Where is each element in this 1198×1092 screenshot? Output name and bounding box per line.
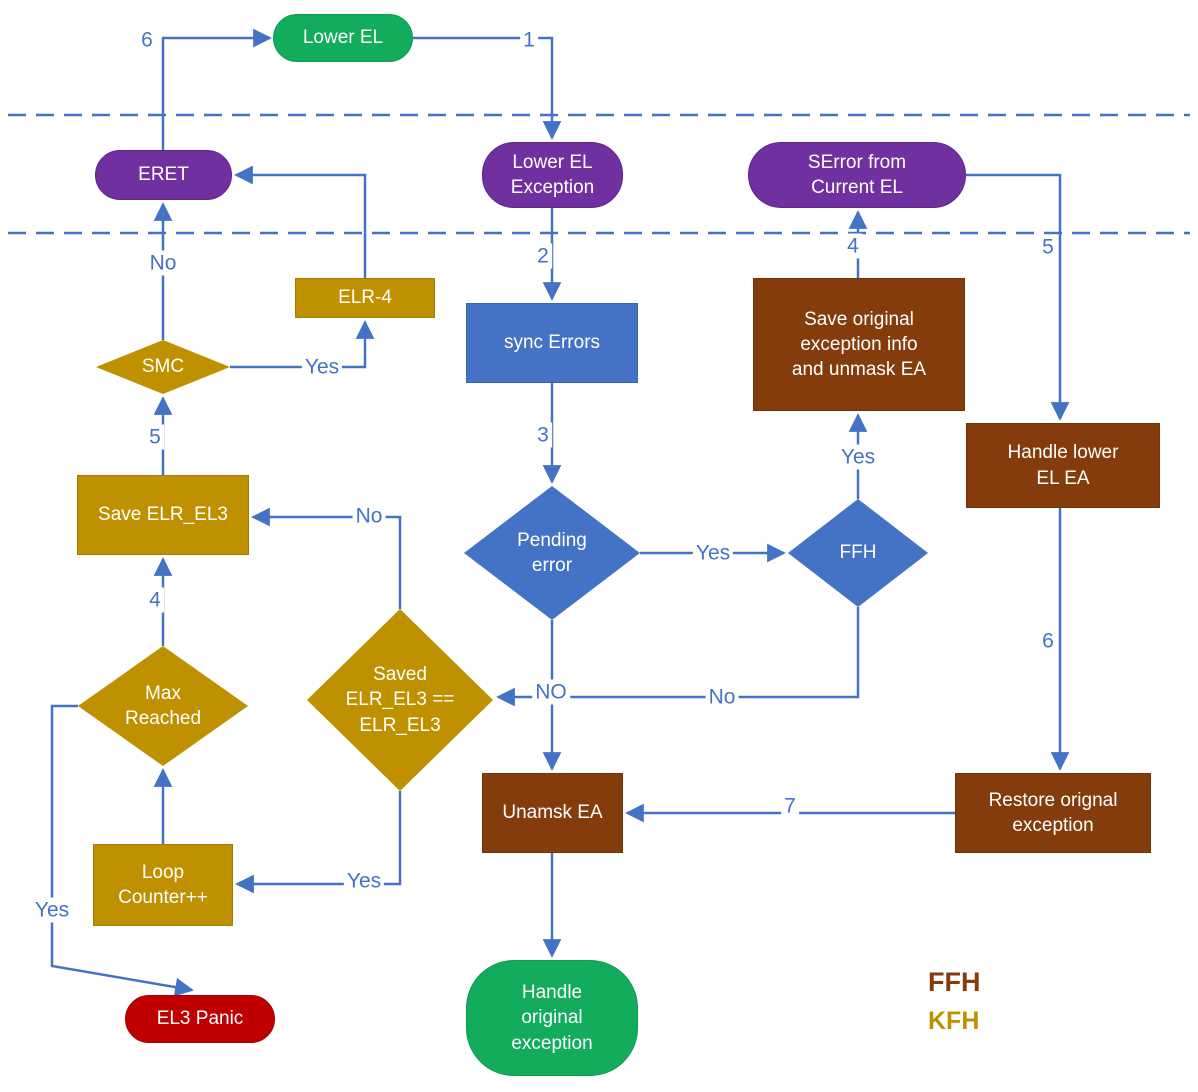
node-restore-orignal-exception-label: Restore orignal exception (988, 789, 1118, 836)
node-smc-decision: SMC (96, 340, 230, 394)
node-el3-panic: EL3 Panic (125, 995, 275, 1043)
edge-label-yes-ffh-to-save: Yes (837, 444, 879, 470)
node-save-elr-el3-label: Save ELR_EL3 (98, 504, 228, 526)
edge-label-yes-smc-to-elr4: Yes (301, 354, 343, 380)
node-lower-el: Lower EL (273, 14, 413, 62)
edge-label-step-1: 1 (520, 27, 538, 53)
node-lower-el-label: Lower EL (302, 27, 384, 49)
edge-label-yes-saved-to-loop: Yes (343, 868, 385, 894)
node-unamsk-ea: Unamsk EA (482, 773, 623, 853)
node-elr-minus-4: ELR-4 (295, 278, 435, 318)
node-ffh-decision: FFH (788, 499, 928, 607)
node-save-original-exception-info: Save original exception info and unmask … (753, 278, 965, 411)
edge-label-no-pending-to-unamsk: NO (532, 679, 570, 705)
node-el3-panic-label: EL3 Panic (156, 1008, 244, 1030)
node-loop-counter-label: Loop Counter++ (118, 861, 208, 908)
node-handle-lower-el-ea-label: Handle lower EL EA (1007, 442, 1119, 489)
edge-label-step-7: 7 (781, 793, 799, 819)
node-saved-elr-el3-compare-label: Saved ELR_EL3 == ELR_EL3 (345, 664, 455, 736)
node-lower-el-exception: Lower EL Exception (482, 142, 623, 208)
edge-label-step-6-eret: 6 (138, 27, 156, 53)
node-sync-errors: sync Errors (466, 303, 638, 383)
node-loop-counter: Loop Counter++ (93, 844, 233, 926)
node-serror-from-current-el-label: SError from Current EL (807, 151, 907, 198)
legend-kfh-label: KFH (928, 1007, 980, 1036)
edge-label-step-3: 3 (534, 422, 552, 448)
node-max-reached-decision: Max Reached (78, 646, 248, 766)
edge-smc-to-elr4 (230, 320, 375, 369)
node-pending-error-label: Pending error (517, 529, 587, 576)
edge-label-step-4-serror: 4 (844, 233, 862, 259)
node-save-elr-el3: Save ELR_EL3 (77, 475, 249, 555)
edge-saved-compare-to-save-elr (251, 507, 402, 609)
node-saved-elr-el3-compare-decision: Saved ELR_EL3 == ELR_EL3 (307, 609, 493, 791)
node-eret: ERET (95, 150, 232, 200)
node-eret-label: ERET (138, 164, 189, 186)
edge-label-step-4-max: 4 (146, 587, 164, 613)
edge-label-step-2: 2 (534, 243, 552, 269)
node-sync-errors-label: sync Errors (503, 332, 601, 354)
node-max-reached-label: Max Reached (124, 682, 202, 729)
node-unamsk-ea-label: Unamsk EA (502, 802, 603, 824)
edge-lower-el-to-exception (413, 36, 562, 140)
node-handle-lower-el-ea: Handle lower EL EA (966, 423, 1160, 508)
edge-label-step-5-serror: 5 (1039, 234, 1057, 260)
node-pending-error-decision: Pending error (464, 486, 640, 620)
node-lower-el-exception-label: Lower EL Exception (510, 151, 595, 198)
edge-label-yes-max-to-panic: Yes (31, 897, 73, 923)
node-save-original-exception-info-label: Save original exception info and unmask … (791, 308, 927, 381)
edge-label-no-saved-to-save-elr: No (352, 503, 386, 529)
edge-label-no-smc-to-eret: No (146, 250, 180, 276)
edge-label-step-6-handle: 6 (1039, 628, 1057, 654)
node-handle-original-exception: Handle original exception (466, 960, 638, 1076)
edge-elr4-to-eret (234, 165, 367, 278)
node-ffh-label: FFH (839, 542, 877, 564)
legend: FFH KFH (928, 966, 980, 1036)
legend-ffh-label: FFH (928, 967, 981, 997)
edge-label-no-ffh-to-saved: No (705, 684, 739, 710)
node-smc-label: SMC (141, 356, 185, 378)
node-handle-original-exception-label: Handle original exception (511, 982, 593, 1054)
edge-label-step-5-smc: 5 (146, 424, 164, 450)
node-serror-from-current-el: SError from Current EL (748, 142, 966, 208)
node-elr-minus-4-label: ELR-4 (338, 287, 392, 309)
edge-serror-to-handle-lower (966, 173, 1070, 421)
node-restore-orignal-exception: Restore orignal exception (955, 773, 1151, 853)
edge-label-yes-pending-to-ffh: Yes (692, 540, 734, 566)
edge-eret-to-lower-el (161, 28, 272, 150)
